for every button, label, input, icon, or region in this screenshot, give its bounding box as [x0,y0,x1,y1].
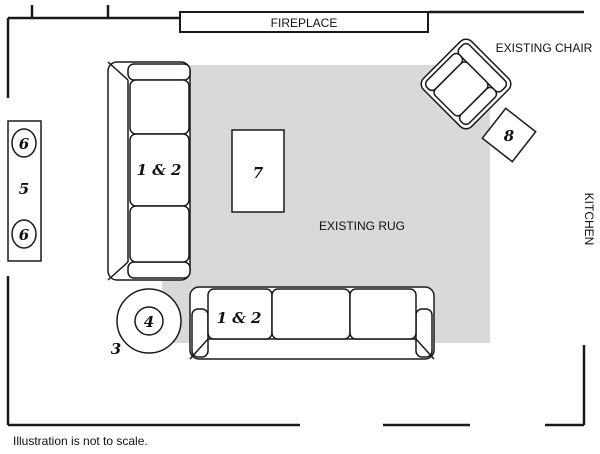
marker-sofa-bottom: 1 & 2 [217,309,262,327]
round-side-table [116,288,182,354]
chair-side-table [481,107,537,163]
marker-coffee-table: 7 [253,164,264,182]
fireplace [179,11,429,33]
coffee-table [231,129,285,213]
existing-chair-label: EXISTING CHAIR [496,41,593,55]
marker-sofa-left: 1 & 2 [137,161,182,179]
marker-side-table-round: 4 [144,313,154,331]
fireplace-label: FIREPLACE [271,16,338,30]
console-table [7,120,42,262]
kitchen-label: KITCHEN [582,193,596,246]
marker-console-bottom-lamp: 6 [19,226,30,244]
existing-rug-label: EXISTING RUG [319,219,405,233]
sofa-left [107,61,191,281]
console-bottom-lamp [11,219,37,249]
marker-side-table-caption: 3 [111,340,121,358]
sofa-bottom [189,286,435,360]
scale-note: Illustration is not to scale. [13,434,148,448]
existing-chair [420,38,512,130]
marker-chair-table: 8 [504,127,515,145]
marker-console-top-lamp: 6 [19,135,30,153]
marker-console: 5 [19,180,29,198]
console-top-lamp [11,128,37,158]
walls [6,5,586,427]
